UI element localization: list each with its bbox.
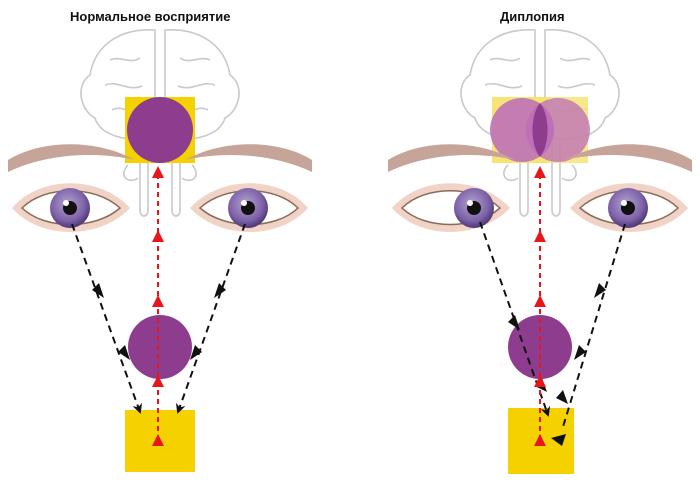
sight-line-left-eye-b xyxy=(175,223,246,414)
red-arrow-right-2 xyxy=(534,375,546,387)
panel-diplopia xyxy=(388,29,692,474)
eye-left-a xyxy=(12,183,130,232)
eyebrow-left-1 xyxy=(8,144,135,172)
red-arrow-right-3 xyxy=(534,295,546,307)
red-arrow-left-4 xyxy=(152,230,164,242)
red-arrow-right-1 xyxy=(534,434,546,446)
eyebrow-right-2 xyxy=(565,144,692,172)
panel-normal xyxy=(8,29,312,472)
red-arrow-left-1 xyxy=(152,434,164,446)
eye-left-b xyxy=(190,183,308,232)
arrow-right-b4 xyxy=(551,434,566,446)
eyebrow-left-2 xyxy=(185,144,312,172)
arrow-left-a2 xyxy=(118,345,130,360)
title-normal-perception: Нормальное восприятие xyxy=(70,9,231,24)
arrow-right-b2 xyxy=(574,345,586,360)
arrow-left-b1 xyxy=(214,283,226,298)
arrow-right-b3 xyxy=(556,390,568,404)
object-circle-left xyxy=(128,315,192,379)
red-arrow-right-5 xyxy=(534,166,546,178)
title-diplopia: Диплопия xyxy=(500,9,565,24)
eye-right-a xyxy=(392,183,510,232)
arrow-right-b1 xyxy=(594,283,606,298)
perceived-circle-left xyxy=(127,97,193,163)
red-arrow-right-4 xyxy=(534,230,546,242)
red-arrow-left-5 xyxy=(152,166,164,178)
sight-line-left-eye-a xyxy=(71,223,142,414)
arrow-left-a1 xyxy=(92,283,104,298)
sight-line-right-eye-b xyxy=(561,223,626,431)
red-arrow-left-2 xyxy=(152,375,164,387)
eyebrow-right-1 xyxy=(388,144,515,172)
arrow-right-a1 xyxy=(508,315,520,330)
perceived-overlap-right xyxy=(532,103,548,157)
red-arrow-left-3 xyxy=(152,295,164,307)
arrow-left-b2 xyxy=(190,345,202,360)
eye-right-b xyxy=(570,183,688,232)
